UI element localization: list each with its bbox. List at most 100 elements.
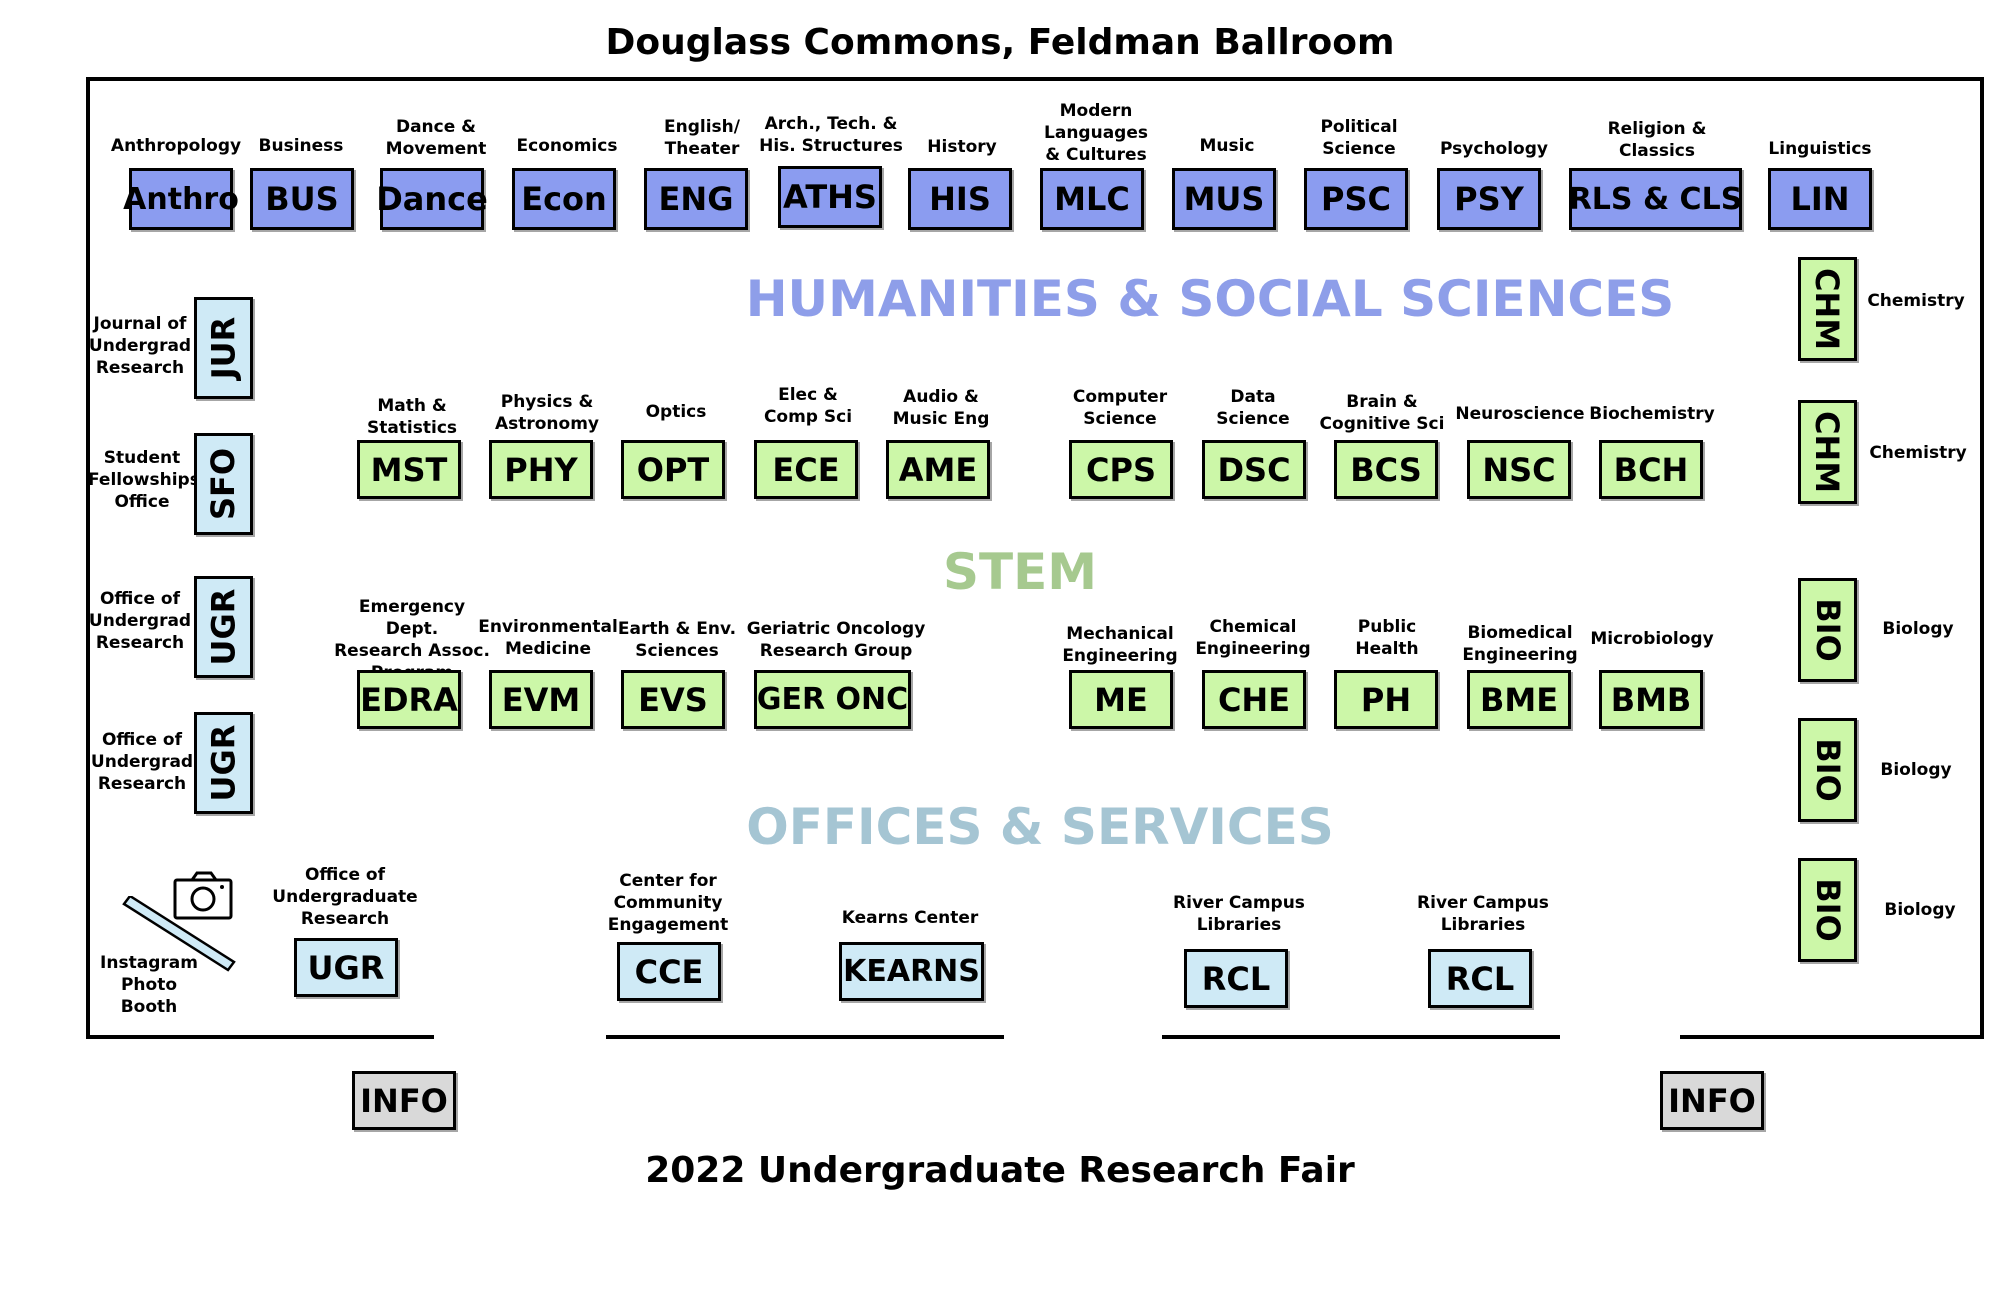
booth-sfo[interactable]: SFO xyxy=(194,433,253,535)
booth-bmb[interactable]: BMB xyxy=(1599,670,1703,729)
booth-ugr-office[interactable]: UGR xyxy=(294,938,398,997)
booth-label-lin: Linguistics xyxy=(1768,139,1872,159)
booth-cce[interactable]: CCE xyxy=(617,942,721,1001)
booth-label-psy: Psychology xyxy=(1440,139,1548,159)
booth-label-bus: Business xyxy=(258,136,344,156)
booth-label-ph: Public Health xyxy=(1355,617,1419,659)
booth-rls-cls[interactable]: RLS & CLS xyxy=(1569,168,1742,230)
booth-label-psc: Political Science xyxy=(1320,117,1398,159)
booth-bio-2-code: BIO xyxy=(1808,738,1847,802)
wall-top xyxy=(86,77,1984,81)
section-stem-heading: STEM xyxy=(942,543,1098,601)
booth-label-bcs: Brain & Cognitive Sci xyxy=(1319,392,1445,434)
booth-bch[interactable]: BCH xyxy=(1599,440,1703,499)
booth-mst[interactable]: MST xyxy=(357,440,461,499)
booth-ugr-left-1[interactable]: UGR xyxy=(194,576,253,678)
booth-phy[interactable]: PHY xyxy=(489,440,593,499)
info-booth-right[interactable]: INFO xyxy=(1660,1071,1764,1130)
wall-left xyxy=(86,77,90,1039)
booth-label-evm: Environmental Medicine xyxy=(478,617,618,659)
booth-evm[interactable]: EVM xyxy=(489,670,593,729)
selfie-stick-icon xyxy=(122,896,236,972)
booth-aths[interactable]: ATHS xyxy=(778,166,882,228)
booth-label-ece: Elec & Comp Sci xyxy=(763,385,853,427)
booth-label-ame: Audio & Music Eng xyxy=(892,387,990,429)
booth-label-sfo: Student Fellowships Office xyxy=(88,448,200,512)
booth-rcl-1[interactable]: RCL xyxy=(1184,949,1288,1008)
booth-psy[interactable]: PSY xyxy=(1437,168,1541,230)
booth-label-rcl-1: River Campus Libraries xyxy=(1173,893,1305,935)
booth-bcs[interactable]: BCS xyxy=(1334,440,1438,499)
booth-bio-1[interactable]: BIO xyxy=(1798,578,1857,682)
booth-evs[interactable]: EVS xyxy=(621,670,725,729)
booth-ame[interactable]: AME xyxy=(886,440,990,499)
booth-label-rls-cls: Religion & Classics xyxy=(1607,119,1707,161)
booth-ph[interactable]: PH xyxy=(1334,670,1438,729)
booth-label-mlc: Modern Languages & Cultures xyxy=(1044,101,1148,165)
booth-bus[interactable]: BUS xyxy=(250,168,354,230)
booth-che[interactable]: CHE xyxy=(1202,670,1306,729)
booth-bio-3-code: BIO xyxy=(1808,878,1847,942)
booth-mlc[interactable]: MLC xyxy=(1040,168,1144,230)
wall-bottom-3 xyxy=(1162,1035,1560,1039)
booth-chm-2[interactable]: CHM xyxy=(1798,400,1857,504)
wall-right xyxy=(1980,77,1984,1039)
booth-jur-code: JUR xyxy=(204,316,243,380)
booth-me[interactable]: ME xyxy=(1069,670,1173,729)
booth-jur[interactable]: JUR xyxy=(194,297,253,399)
booth-psc[interactable]: PSC xyxy=(1304,168,1408,230)
booth-label-nsc: Neuroscience xyxy=(1455,404,1585,424)
booth-ugr-left-2[interactable]: UGR xyxy=(194,712,253,814)
booth-bio-2[interactable]: BIO xyxy=(1798,718,1857,822)
photo-booth-label: Instagram Photo Booth xyxy=(100,953,198,1017)
booth-label-ugr-1: Office of Undergrad Research xyxy=(88,589,192,653)
booth-label-bio-3: Biology xyxy=(1884,900,1956,920)
booth-label-bio-1: Biology xyxy=(1882,619,1954,639)
booth-chm-1[interactable]: CHM xyxy=(1798,257,1857,361)
booth-label-che: Chemical Engineering xyxy=(1195,617,1311,659)
wall-bottom-4 xyxy=(1680,1035,1984,1039)
info-booth-left[interactable]: INFO xyxy=(352,1071,456,1130)
booth-bio-1-code: BIO xyxy=(1808,598,1847,662)
booth-chm-1-code: CHM xyxy=(1808,267,1847,351)
booth-eng[interactable]: ENG xyxy=(644,168,748,230)
booth-dsc[interactable]: DSC xyxy=(1202,440,1306,499)
booth-label-dsc: Data Science xyxy=(1216,387,1290,429)
booth-ugr-left-1-code: UGR xyxy=(204,588,243,666)
booth-edra[interactable]: EDRA xyxy=(357,670,461,729)
booth-econ[interactable]: Econ xyxy=(512,168,616,230)
booth-sfo-code: SFO xyxy=(204,447,243,521)
map-title: Douglass Commons, Feldman Ballroom xyxy=(605,22,1395,63)
booth-mus[interactable]: MUS xyxy=(1172,168,1276,230)
booth-label-cce: Center for Community Engagement xyxy=(607,871,729,935)
booth-label-bme: Biomedical Engineering xyxy=(1462,623,1578,665)
booth-kearns[interactable]: KEARNS xyxy=(839,942,984,1001)
booth-label-dance: Dance & Movement xyxy=(385,117,487,159)
camera-icon xyxy=(173,871,233,920)
booth-dance[interactable]: Dance xyxy=(376,168,488,230)
booth-nsc[interactable]: NSC xyxy=(1467,440,1571,499)
booth-cps[interactable]: CPS xyxy=(1069,440,1173,499)
booth-label-bch: Biochemistry xyxy=(1589,404,1715,424)
booth-ece[interactable]: ECE xyxy=(754,440,858,499)
booth-rcl-2[interactable]: RCL xyxy=(1428,949,1532,1008)
booth-opt[interactable]: OPT xyxy=(621,440,725,499)
booth-label-me: Mechanical Engineering xyxy=(1062,624,1178,666)
booth-label-econ: Economics xyxy=(516,136,618,156)
booth-lin[interactable]: LIN xyxy=(1768,168,1872,230)
booth-anthro[interactable]: Anthro xyxy=(123,168,239,230)
wall-bottom-2 xyxy=(606,1035,1004,1039)
booth-ger-onc[interactable]: GER ONC xyxy=(754,670,911,729)
booth-ugr-left-2-code: UGR xyxy=(204,724,243,802)
booth-label-kearns: Kearns Center xyxy=(841,908,979,928)
booth-bme[interactable]: BME xyxy=(1467,670,1571,729)
booth-label-anthro: Anthropology xyxy=(110,136,242,156)
booth-label-bmb: Microbiology xyxy=(1590,629,1714,649)
booth-bio-3[interactable]: BIO xyxy=(1798,858,1857,962)
booth-label-chm-1: Chemistry xyxy=(1867,291,1965,311)
booth-label-bio-2: Biology xyxy=(1880,760,1952,780)
booth-his[interactable]: HIS xyxy=(908,168,1012,230)
fair-title: 2022 Undergraduate Research Fair xyxy=(645,1150,1355,1191)
booth-label-his: History xyxy=(927,137,997,157)
booth-chm-2-code: CHM xyxy=(1808,410,1847,494)
